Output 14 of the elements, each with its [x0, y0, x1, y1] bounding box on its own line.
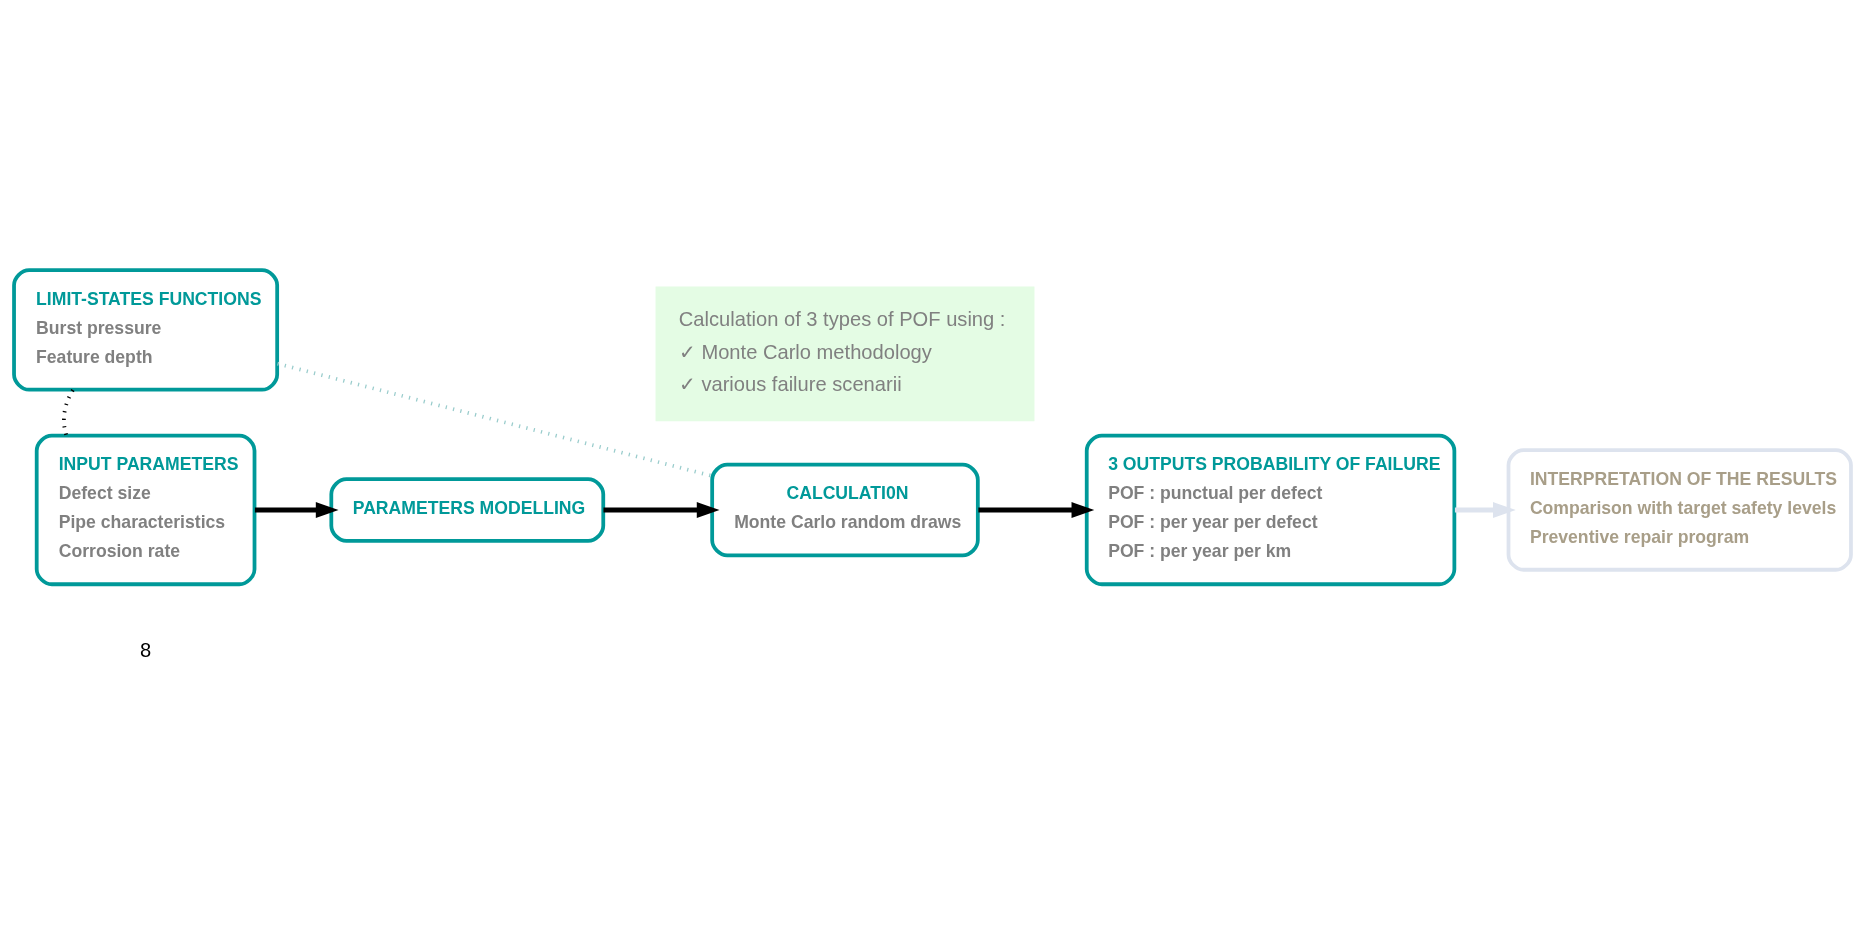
label: 8 [139, 639, 151, 662]
arrow [602, 502, 720, 518]
node-box: 3 OUTPUTS PROBABILITY OF FAILURE POF : punctual per defect POF : per year per defect POF : per year per km [1084, 433, 1456, 587]
node-box: CALCULATI0N Monte Carlo random draws [709, 462, 980, 558]
node-box: PARAMETERS MODELLING [328, 477, 605, 543]
arrow [254, 502, 339, 518]
arrow [1454, 502, 1516, 518]
node-box: Calculation of 3 types of POF using : ✓ Monte Carlo methodology ✓ various failure scenarii [655, 286, 1034, 422]
node-box: INPUT PARAMETERS Defect size Pipe characteristics Corrosion rate [34, 433, 256, 587]
node-box: INTERPRETATION OF THE RESULTS Comparison with target safety levels Preventive repair program [1506, 448, 1853, 572]
arrow [977, 502, 1094, 518]
connector [276, 361, 712, 478]
node-box: LIMIT-STATES FUNCTIONS Burst pressure Feature depth [11, 268, 279, 392]
connector [61, 389, 75, 436]
